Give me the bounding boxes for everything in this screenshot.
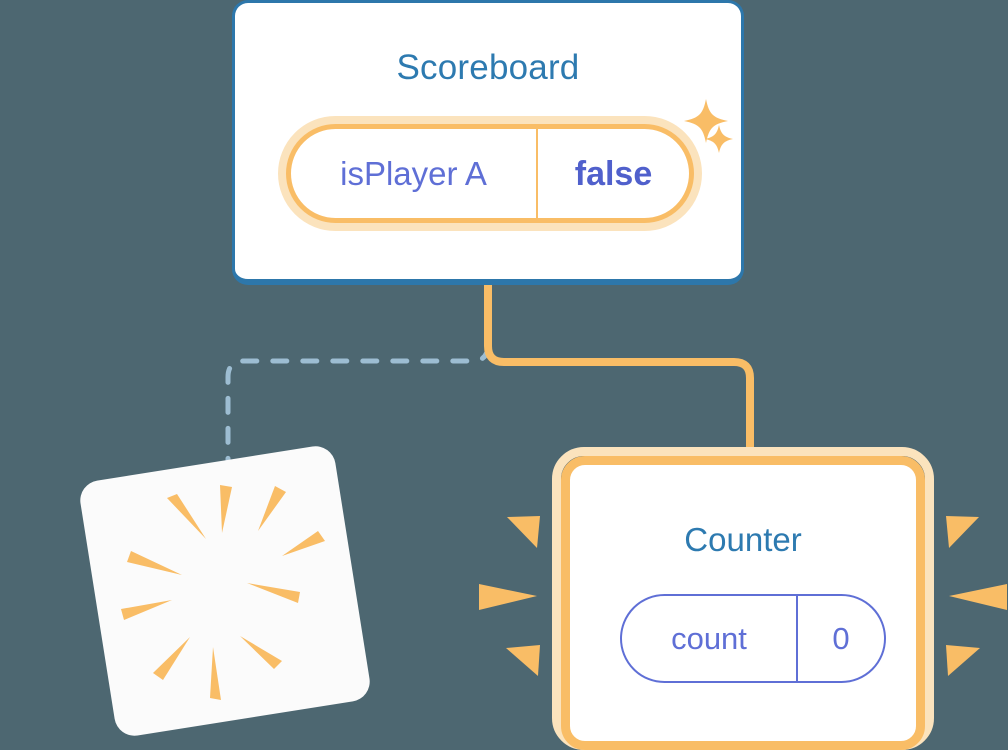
scoreboard-title: Scoreboard bbox=[396, 48, 580, 87]
scoreboard-state-pill[interactable]: isPlayer A false bbox=[286, 124, 694, 223]
scoreboard-state-value: false bbox=[574, 154, 653, 193]
sparkle-large-icon bbox=[684, 99, 728, 143]
counter-rays-right bbox=[946, 516, 1007, 676]
counter-title: Counter bbox=[684, 521, 802, 558]
card-counter[interactable]: Counter count 0 bbox=[561, 456, 925, 750]
scoreboard-state-key: isPlayer A bbox=[340, 155, 487, 192]
card-scoreboard[interactable]: Scoreboard isPlayer A false bbox=[232, 0, 744, 285]
counter-state-value: 0 bbox=[832, 621, 850, 656]
card-blank-rotated[interactable] bbox=[77, 443, 373, 739]
sparkle-small-icon bbox=[705, 125, 733, 153]
counter-rays-left bbox=[479, 516, 540, 676]
scoreboard-pill-divider bbox=[536, 124, 538, 223]
counter-state-pill[interactable]: count 0 bbox=[620, 594, 886, 683]
scoreboard-pill-glow bbox=[278, 116, 702, 231]
connector-scoreboard-to-counter bbox=[484, 283, 754, 460]
counter-state-key: count bbox=[671, 621, 747, 656]
counter-pill-divider bbox=[796, 594, 798, 683]
